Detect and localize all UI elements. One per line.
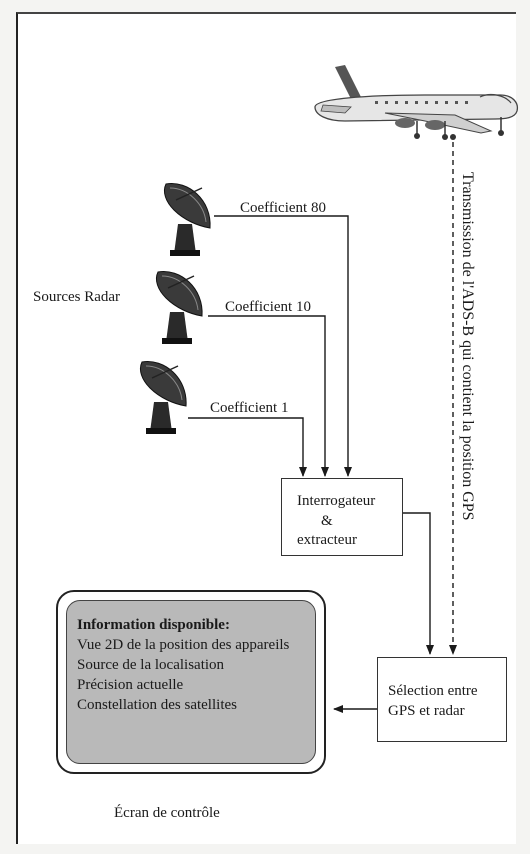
selection-line-1: Sélection entre: [388, 683, 478, 699]
link-interrogator-selection: [403, 512, 434, 655]
coefficient-80-label: Coefficient 80: [240, 200, 326, 216]
control-screen: Information disponible: Vue 2D de la pos…: [56, 590, 326, 774]
interrogator-line-1: Interrogateur: [297, 493, 376, 509]
radar-dish-icon: [139, 361, 187, 434]
sources-radar-label: Sources Radar: [33, 289, 121, 305]
control-screen-caption: Écran de contrôle: [114, 805, 220, 821]
info-item: Source de la localisation: [77, 657, 225, 673]
info-item: Précision actuelle: [77, 677, 184, 693]
information-panel: Information disponible: Vue 2D de la pos…: [66, 600, 316, 764]
information-heading: Information disponible:: [77, 617, 230, 633]
airplane-icon: [314, 65, 519, 140]
selection-box: Sélection entre GPS et radar: [377, 657, 507, 742]
info-item: Vue 2D de la position des appareils: [77, 637, 290, 653]
interrogator-line-2: &: [321, 512, 333, 529]
interrogator-line-3: extracteur: [297, 532, 357, 548]
link-coef-10: [208, 315, 329, 477]
link-coef-1: [188, 417, 307, 477]
selection-line-2: GPS et radar: [388, 702, 465, 719]
link-coef-80: [214, 215, 352, 477]
interrogator-extractor-box: Interrogateur & extracteur: [281, 478, 403, 556]
radar-dish-icon: [155, 271, 203, 344]
coefficient-10-label: Coefficient 10: [225, 299, 311, 315]
coefficient-1-label: Coefficient 1: [210, 400, 289, 416]
info-item: Constellation des satellites: [77, 697, 237, 713]
radar-dish-icon: [163, 183, 211, 256]
ads-b-transmission-label: Transmission de l'ADS-B qui contient la …: [459, 172, 476, 521]
